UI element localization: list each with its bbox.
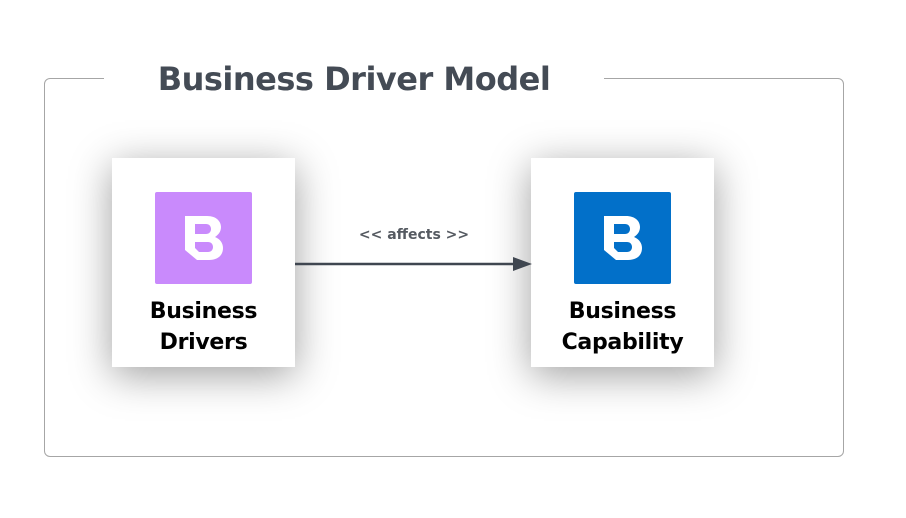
edge-label: << affects >> <box>358 227 470 243</box>
arrow-head-icon <box>513 257 532 271</box>
diagram-title: Business Driver Model <box>104 56 604 102</box>
node-label: Business Drivers <box>149 296 258 358</box>
node-business-capability[interactable]: Business Capability <box>531 158 714 367</box>
affects-arrow[interactable] <box>295 255 533 273</box>
b-letter-glyph <box>184 216 223 260</box>
b-logo-icon <box>155 192 252 284</box>
node-business-drivers[interactable]: Business Drivers <box>112 158 295 367</box>
node-label-line: Capability <box>561 330 684 355</box>
b-letter-glyph <box>603 216 642 260</box>
node-label-line: Drivers <box>159 330 248 355</box>
node-label-line: Business <box>568 299 677 324</box>
b-logo-icon <box>574 192 671 284</box>
node-label: Business Capability <box>562 296 684 358</box>
node-label-line: Business <box>149 299 258 324</box>
